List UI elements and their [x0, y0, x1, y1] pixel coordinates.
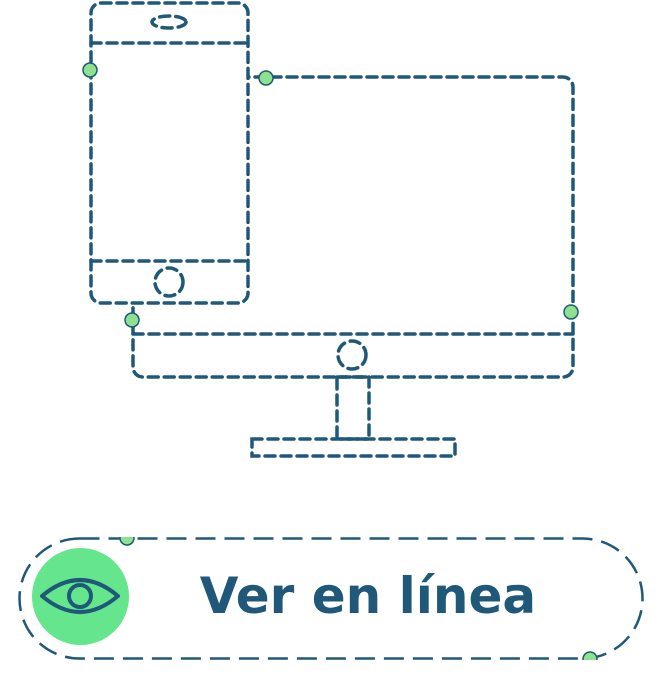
view-online-button[interactable]: Ver en línea [18, 537, 644, 660]
eye-badge [32, 548, 129, 645]
accent-dot [119, 537, 135, 546]
accent-dot [258, 70, 274, 86]
eye-icon [40, 578, 120, 614]
accent-dot [82, 62, 98, 78]
accent-dot [124, 312, 140, 328]
accent-dot [582, 651, 598, 660]
accent-dot [563, 304, 579, 320]
phone-icon [89, 1, 250, 305]
button-dashed-outline [18, 537, 644, 660]
button-label: Ver en línea [199, 567, 537, 625]
